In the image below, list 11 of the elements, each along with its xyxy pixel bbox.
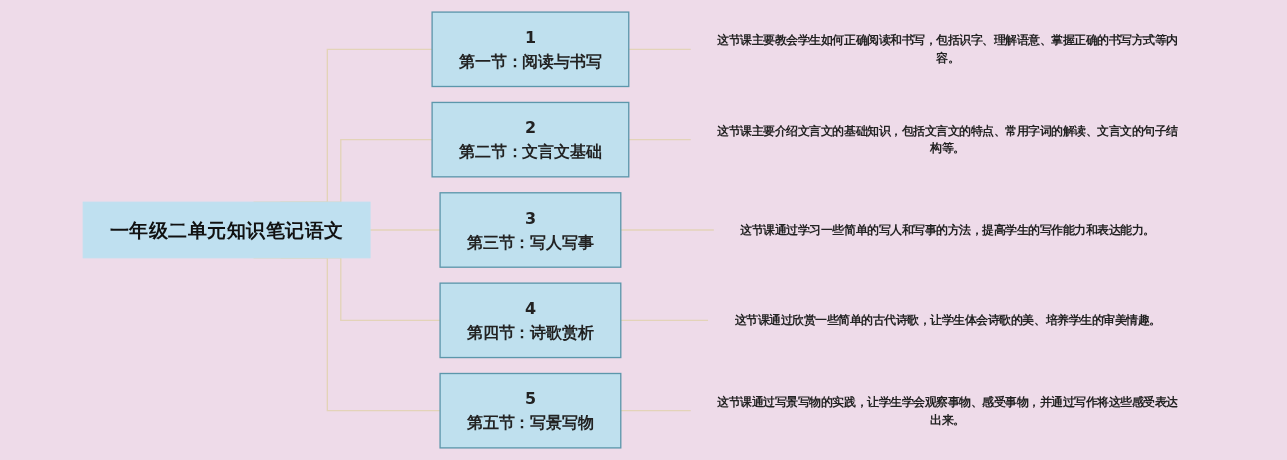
node-box: 1 第一节：阅读与书写 <box>431 11 630 88</box>
node-text: 这节课通过写景写物的实践，让学生学会观察事物、感受事物，并通过写作将这些感受表达出来。 <box>717 395 1178 426</box>
node-text: 这节课主要教会学生如何正确阅读和书写，包括识字、理解语意、掌握正确的书写方式等内容。 <box>717 33 1178 65</box>
node-box: 3 第三节：写人写事 <box>439 192 622 268</box>
node-text: 这节课主要介绍文言文的基础知识，包括文言文的特点、常用字词的解读、文言文的句子结构等。 <box>717 124 1178 155</box>
node-text: 这节课通过欣赏一些简单的古代诗歌，让学生体会诗歌的美、培养学生的审美情趣。 <box>734 313 1161 327</box>
node-text: 这节课通过学习一些简单的写人和写事的方法，提高学生的写作能力和表达能力。 <box>740 223 1155 237</box>
node-box: 5 第五节：写景写物 <box>439 372 622 449</box>
node-box: 2 第二节：文言文基础 <box>431 101 630 178</box>
node-box: 4 第四节：诗歌赏析 <box>439 282 622 359</box>
node-box: 一年级二单元知识笔记语文 <box>82 201 371 259</box>
